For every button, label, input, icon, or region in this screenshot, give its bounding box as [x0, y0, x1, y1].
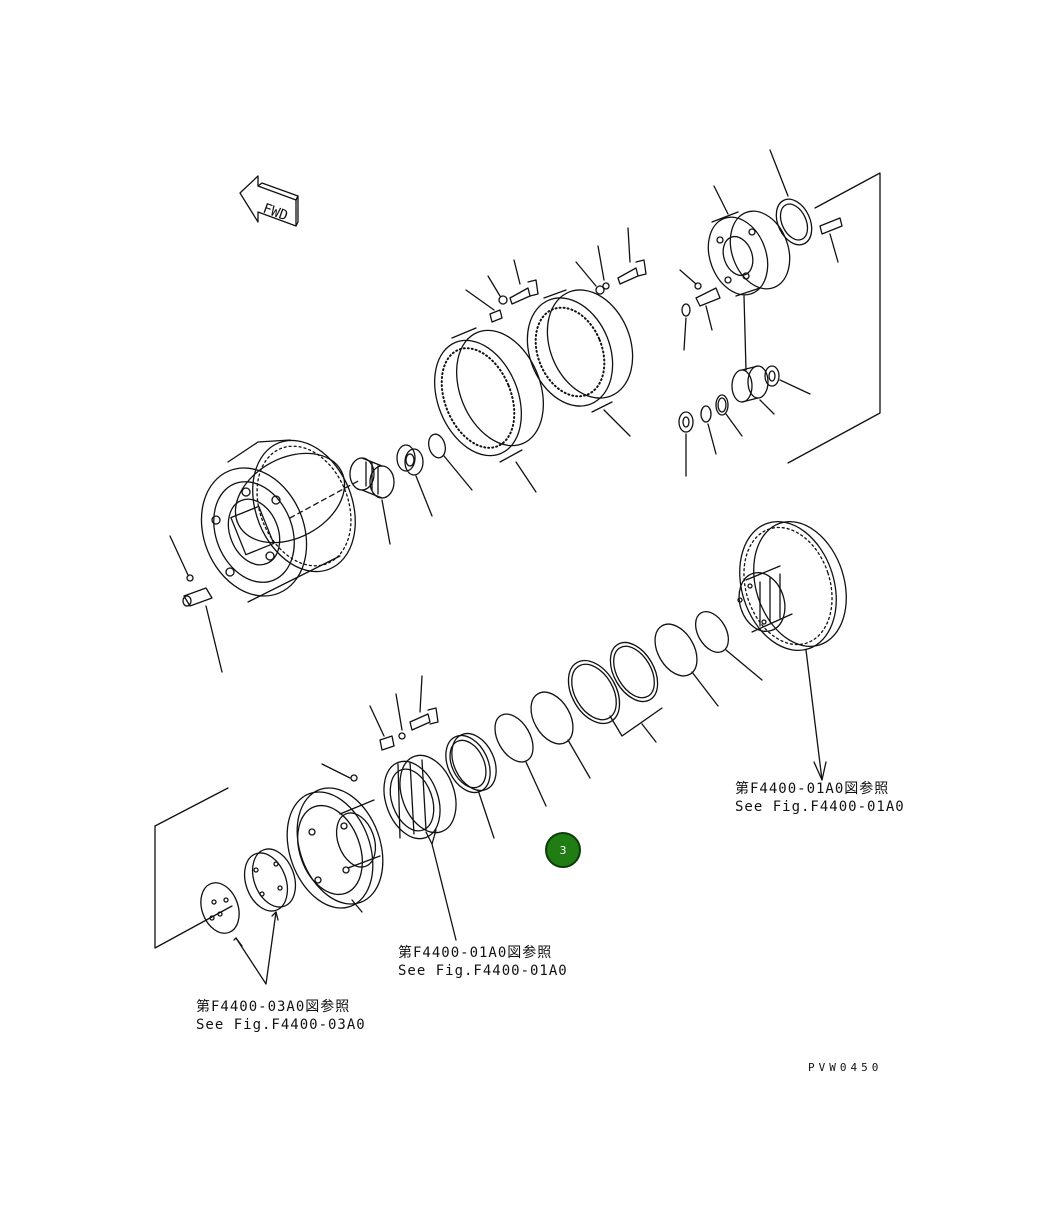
pin-and-bolt-group-2 — [575, 227, 647, 295]
seal-rings — [494, 611, 763, 807]
floating-seal — [445, 732, 497, 839]
shaft-pin — [819, 217, 843, 263]
reference-left-en: See Fig.F4400-03A0 — [196, 1017, 366, 1033]
reference-label-middle: 第F4400-01A0図参照 See Fig.F4400-01A0 — [398, 944, 568, 980]
drawing-code: PVW0450 — [808, 1061, 883, 1074]
callout-marker-3[interactable]: 3 — [545, 832, 581, 868]
callout-number: 3 — [559, 843, 567, 857]
dowel-pin-right — [679, 269, 747, 371]
bearing-cone — [349, 457, 395, 545]
cover-plate — [200, 848, 297, 985]
reference-middle-en: See Fig.F4400-01A0 — [398, 963, 568, 979]
hub-flange — [286, 763, 384, 913]
thrust-washer — [769, 149, 813, 246]
lower-bolts — [369, 675, 439, 751]
reference-left-jp: 第F4400-03A0図参照 — [196, 999, 351, 1015]
reference-right-en: See Fig.F4400-01A0 — [735, 799, 905, 815]
reference-middle-jp: 第F4400-01A0図参照 — [398, 945, 553, 961]
planet-carrier — [707, 185, 791, 297]
reference-right-jp: 第F4400-01A0図参照 — [735, 781, 890, 797]
ring-gear-1 — [433, 327, 545, 493]
sprocket-hub — [737, 520, 847, 781]
planet-gear — [678, 365, 811, 477]
reference-label-right: 第F4400-01A0図参照 See Fig.F4400-01A0 — [735, 780, 905, 816]
reference-label-left: 第F4400-03A0図参照 See Fig.F4400-03A0 — [196, 998, 366, 1034]
pin-and-bolt-group-1 — [465, 259, 539, 323]
snap-ring — [428, 433, 473, 491]
bearing-race — [396, 444, 433, 517]
fwd-arrow-icon: FWD — [239, 175, 299, 227]
bracket-lines — [154, 172, 881, 949]
dowel-pin-left — [169, 535, 223, 673]
housing-drum — [200, 439, 361, 603]
ring-gear-2 — [526, 289, 634, 437]
hub-bearing — [383, 754, 457, 941]
